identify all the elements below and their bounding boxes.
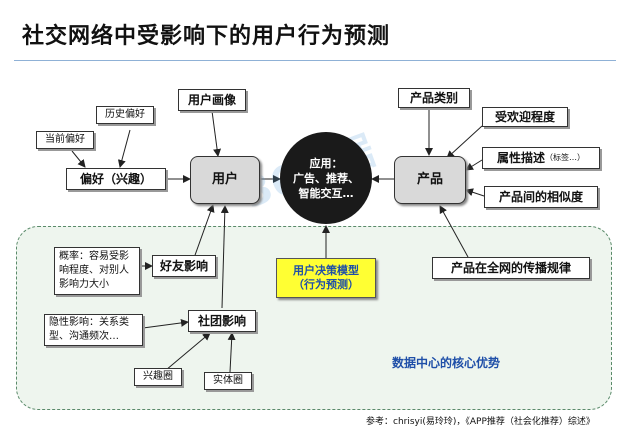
- group-influence-box: 社团影响: [188, 310, 256, 332]
- popularity-box: 受欢迎程度: [482, 107, 568, 127]
- attribute-tag-label: （标签…）: [545, 153, 585, 162]
- friend-desc-box: 概率：容易受影 响程度、对别人 影响力大小: [54, 247, 140, 295]
- propagation-box: 产品在全网的传播规律: [432, 257, 590, 279]
- arrow-history-to-pref: [117, 129, 131, 168]
- decision-model-box: 用户决策模型 （行为预测）: [276, 258, 376, 298]
- decision-model-line-1: 用户决策模型: [293, 264, 359, 277]
- interest-circle-box: 兴趣圈: [134, 368, 182, 386]
- implicit-desc-box: 隐性影响：关系类 型、沟通频次…: [44, 314, 143, 346]
- arrow-interest-to-group: [165, 332, 211, 371]
- product-category-box: 产品类别: [398, 88, 470, 108]
- arrow-propagation-to-product: [439, 205, 469, 258]
- current-pref-box: 当前偏好: [36, 131, 94, 149]
- arrow-current-to-pref: [71, 150, 86, 168]
- history-pref-box: 历史偏好: [96, 106, 154, 124]
- arrow-group-to-user: [220, 205, 229, 309]
- arrow-attribute-to-product: [465, 159, 483, 171]
- friend-influence-box: 好友影响: [152, 255, 216, 277]
- user-portrait-box: 用户画像: [178, 89, 246, 111]
- reference-note: 参考：chrisyi(易玲玲)，《APP推荐（社会化推荐）综述》: [366, 417, 595, 427]
- real-circle-box: 实体圈: [204, 372, 252, 390]
- datacenter-label: 数据中心的核心优势: [392, 356, 501, 370]
- arrow-similarity-to-product: [465, 188, 485, 197]
- arrow-real-to-group: [227, 332, 236, 373]
- core-line-2: 广告、推荐、: [293, 171, 359, 185]
- attribute-desc-box: 属性描述（标签…）: [482, 147, 600, 169]
- attribute-desc-label: 属性描述: [496, 151, 545, 165]
- arrow-portrait-to-user: [211, 110, 222, 157]
- arrow-friend-to-user: [193, 204, 215, 259]
- arrow-popularity-to-product: [446, 125, 483, 159]
- product-node: 产品: [394, 156, 466, 204]
- user-node: 用户: [190, 156, 260, 204]
- preference-box: 偏好（兴趣）: [66, 168, 166, 190]
- application-core-node: 应用： 广告、推荐、 智能交互…: [280, 132, 372, 224]
- arrow-implicit-to-group: [142, 318, 189, 329]
- decision-model-line-2: （行为预测）: [293, 278, 359, 291]
- title-divider: [14, 60, 616, 61]
- core-line-3: 智能交互…: [298, 186, 354, 200]
- page-title: 社交网络中受影响下的用户行为预测: [22, 24, 391, 49]
- product-similarity-box: 产品间的相似度: [484, 186, 598, 208]
- core-line-1: 应用：: [309, 156, 343, 170]
